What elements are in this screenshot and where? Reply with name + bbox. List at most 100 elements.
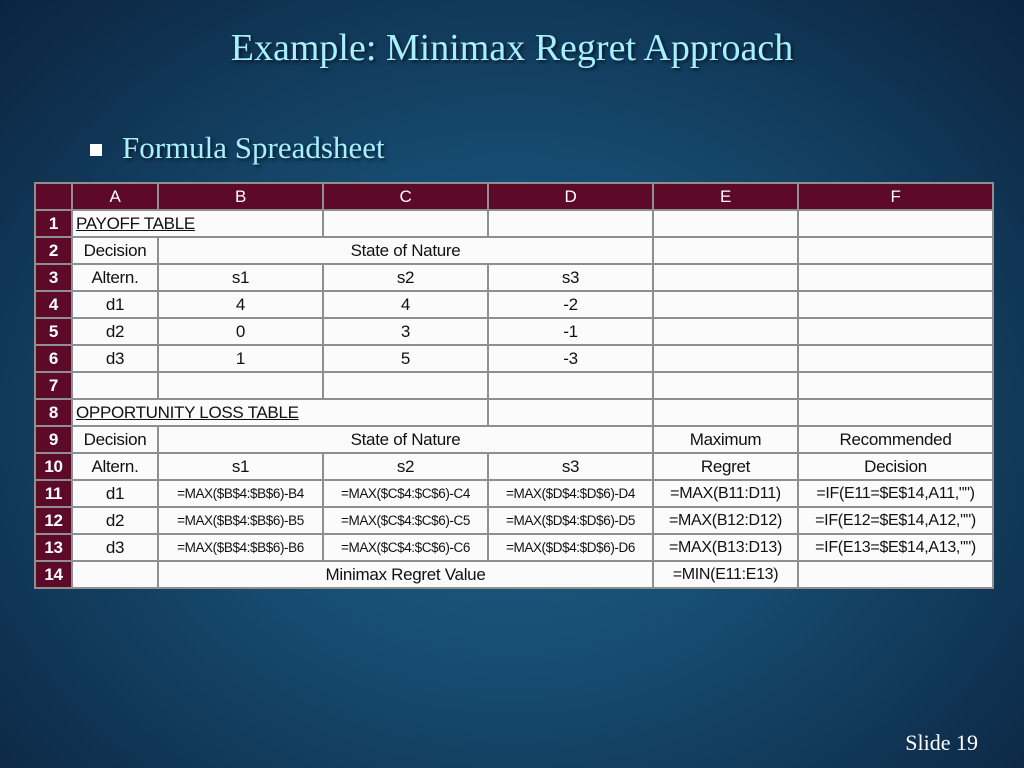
cell-e2[interactable] (652, 236, 799, 265)
cell-a11[interactable]: d1 (71, 479, 159, 508)
cell-c3[interactable]: s2 (322, 263, 489, 292)
cell-c6[interactable]: 5 (322, 344, 489, 373)
cell-d13[interactable]: =MAX($D$4:$D$6)-D6 (487, 533, 654, 562)
cell-c4[interactable]: 4 (322, 290, 489, 319)
row-number[interactable]: 6 (34, 344, 73, 373)
cell-a1[interactable]: PAYOFF TABLE (71, 209, 324, 238)
cell-f8[interactable] (797, 398, 994, 427)
row-number[interactable]: 14 (34, 560, 73, 589)
column-header-a[interactable]: A (71, 182, 159, 211)
row-number[interactable]: 2 (34, 236, 73, 265)
cell-a12[interactable]: d2 (71, 506, 159, 535)
cell-d11[interactable]: =MAX($D$4:$D$6)-D4 (487, 479, 654, 508)
cell-f7[interactable] (797, 371, 994, 400)
cell-a13[interactable]: d3 (71, 533, 159, 562)
row-number[interactable]: 4 (34, 290, 73, 319)
cell-b9[interactable]: State of Nature (157, 425, 654, 454)
sheet-row-13: 13 d3 =MAX($B$4:$B$6)-B6 =MAX($C$4:$C$6)… (34, 533, 994, 562)
row-number[interactable]: 5 (34, 317, 73, 346)
row-number[interactable]: 11 (34, 479, 73, 508)
column-header-f[interactable]: F (797, 182, 994, 211)
cell-a14[interactable] (71, 560, 159, 589)
cell-b14[interactable]: Minimax Regret Value (157, 560, 654, 589)
cell-b13[interactable]: =MAX($B$4:$B$6)-B6 (157, 533, 324, 562)
cell-a5[interactable]: d2 (71, 317, 159, 346)
cell-f9[interactable]: Recommended (797, 425, 994, 454)
cell-e8[interactable] (652, 398, 799, 427)
cell-c5[interactable]: 3 (322, 317, 489, 346)
cell-c12[interactable]: =MAX($C$4:$C$6)-C5 (322, 506, 489, 535)
row-number[interactable]: 10 (34, 452, 73, 481)
cell-b12[interactable]: =MAX($B$4:$B$6)-B5 (157, 506, 324, 535)
cell-f12[interactable]: =IF(E12=$E$14,A12,"") (797, 506, 994, 535)
cell-a7[interactable] (71, 371, 159, 400)
cell-e14[interactable]: =MIN(E11:E13) (652, 560, 799, 589)
cell-f1[interactable] (797, 209, 994, 238)
cell-a6[interactable]: d3 (71, 344, 159, 373)
column-header-b[interactable]: B (157, 182, 324, 211)
cell-b10[interactable]: s1 (157, 452, 324, 481)
row-number[interactable]: 1 (34, 209, 73, 238)
cell-d7[interactable] (487, 371, 654, 400)
cell-f2[interactable] (797, 236, 994, 265)
cell-f3[interactable] (797, 263, 994, 292)
cell-b3[interactable]: s1 (157, 263, 324, 292)
row-number[interactable]: 12 (34, 506, 73, 535)
cell-d3[interactable]: s3 (487, 263, 654, 292)
cell-f11[interactable]: =IF(E11=$E$14,A11,"") (797, 479, 994, 508)
cell-d10[interactable]: s3 (487, 452, 654, 481)
cell-f6[interactable] (797, 344, 994, 373)
cell-a2[interactable]: Decision (71, 236, 159, 265)
cell-e9[interactable]: Maximum (652, 425, 799, 454)
sheet-row-2: 2 Decision State of Nature (34, 236, 994, 265)
cell-b7[interactable] (157, 371, 324, 400)
cell-b6[interactable]: 1 (157, 344, 324, 373)
cell-e3[interactable] (652, 263, 799, 292)
column-header-d[interactable]: D (487, 182, 654, 211)
cell-d8[interactable] (487, 398, 654, 427)
cell-c7[interactable] (322, 371, 489, 400)
row-number[interactable]: 9 (34, 425, 73, 454)
cell-d6[interactable]: -3 (487, 344, 654, 373)
cell-f10[interactable]: Decision (797, 452, 994, 481)
cell-f14[interactable] (797, 560, 994, 589)
cell-e10[interactable]: Regret (652, 452, 799, 481)
cell-e1[interactable] (652, 209, 799, 238)
cell-e13[interactable]: =MAX(B13:D13) (652, 533, 799, 562)
cell-d12[interactable]: =MAX($D$4:$D$6)-D5 (487, 506, 654, 535)
cell-a4[interactable]: d1 (71, 290, 159, 319)
cell-f4[interactable] (797, 290, 994, 319)
cell-a9[interactable]: Decision (71, 425, 159, 454)
cell-b5[interactable]: 0 (157, 317, 324, 346)
cell-d4[interactable]: -2 (487, 290, 654, 319)
row-number[interactable]: 13 (34, 533, 73, 562)
cell-e7[interactable] (652, 371, 799, 400)
cell-c11[interactable]: =MAX($C$4:$C$6)-C4 (322, 479, 489, 508)
corner-cell[interactable] (34, 182, 73, 211)
cell-e5[interactable] (652, 317, 799, 346)
cell-c10[interactable]: s2 (322, 452, 489, 481)
cell-c1[interactable] (322, 209, 489, 238)
cell-b4[interactable]: 4 (157, 290, 324, 319)
cell-c13[interactable]: =MAX($C$4:$C$6)-C6 (322, 533, 489, 562)
cell-f13[interactable]: =IF(E13=$E$14,A13,"") (797, 533, 994, 562)
cell-a3[interactable]: Altern. (71, 263, 159, 292)
cell-e11[interactable]: =MAX(B11:D11) (652, 479, 799, 508)
cell-f5[interactable] (797, 317, 994, 346)
cell-e4[interactable] (652, 290, 799, 319)
cell-a10[interactable]: Altern. (71, 452, 159, 481)
cell-e12[interactable]: =MAX(B12:D12) (652, 506, 799, 535)
cell-d5[interactable]: -1 (487, 317, 654, 346)
column-header-row: A B C D E F (34, 182, 994, 211)
column-header-e[interactable]: E (652, 182, 799, 211)
cell-d1[interactable] (487, 209, 654, 238)
row-number[interactable]: 8 (34, 398, 73, 427)
cell-b11[interactable]: =MAX($B$4:$B$6)-B4 (157, 479, 324, 508)
sheet-row-1: 1 PAYOFF TABLE (34, 209, 994, 238)
cell-a8[interactable]: OPPORTUNITY LOSS TABLE (71, 398, 489, 427)
column-header-c[interactable]: C (322, 182, 489, 211)
cell-e6[interactable] (652, 344, 799, 373)
row-number[interactable]: 3 (34, 263, 73, 292)
row-number[interactable]: 7 (34, 371, 73, 400)
cell-b2[interactable]: State of Nature (157, 236, 654, 265)
